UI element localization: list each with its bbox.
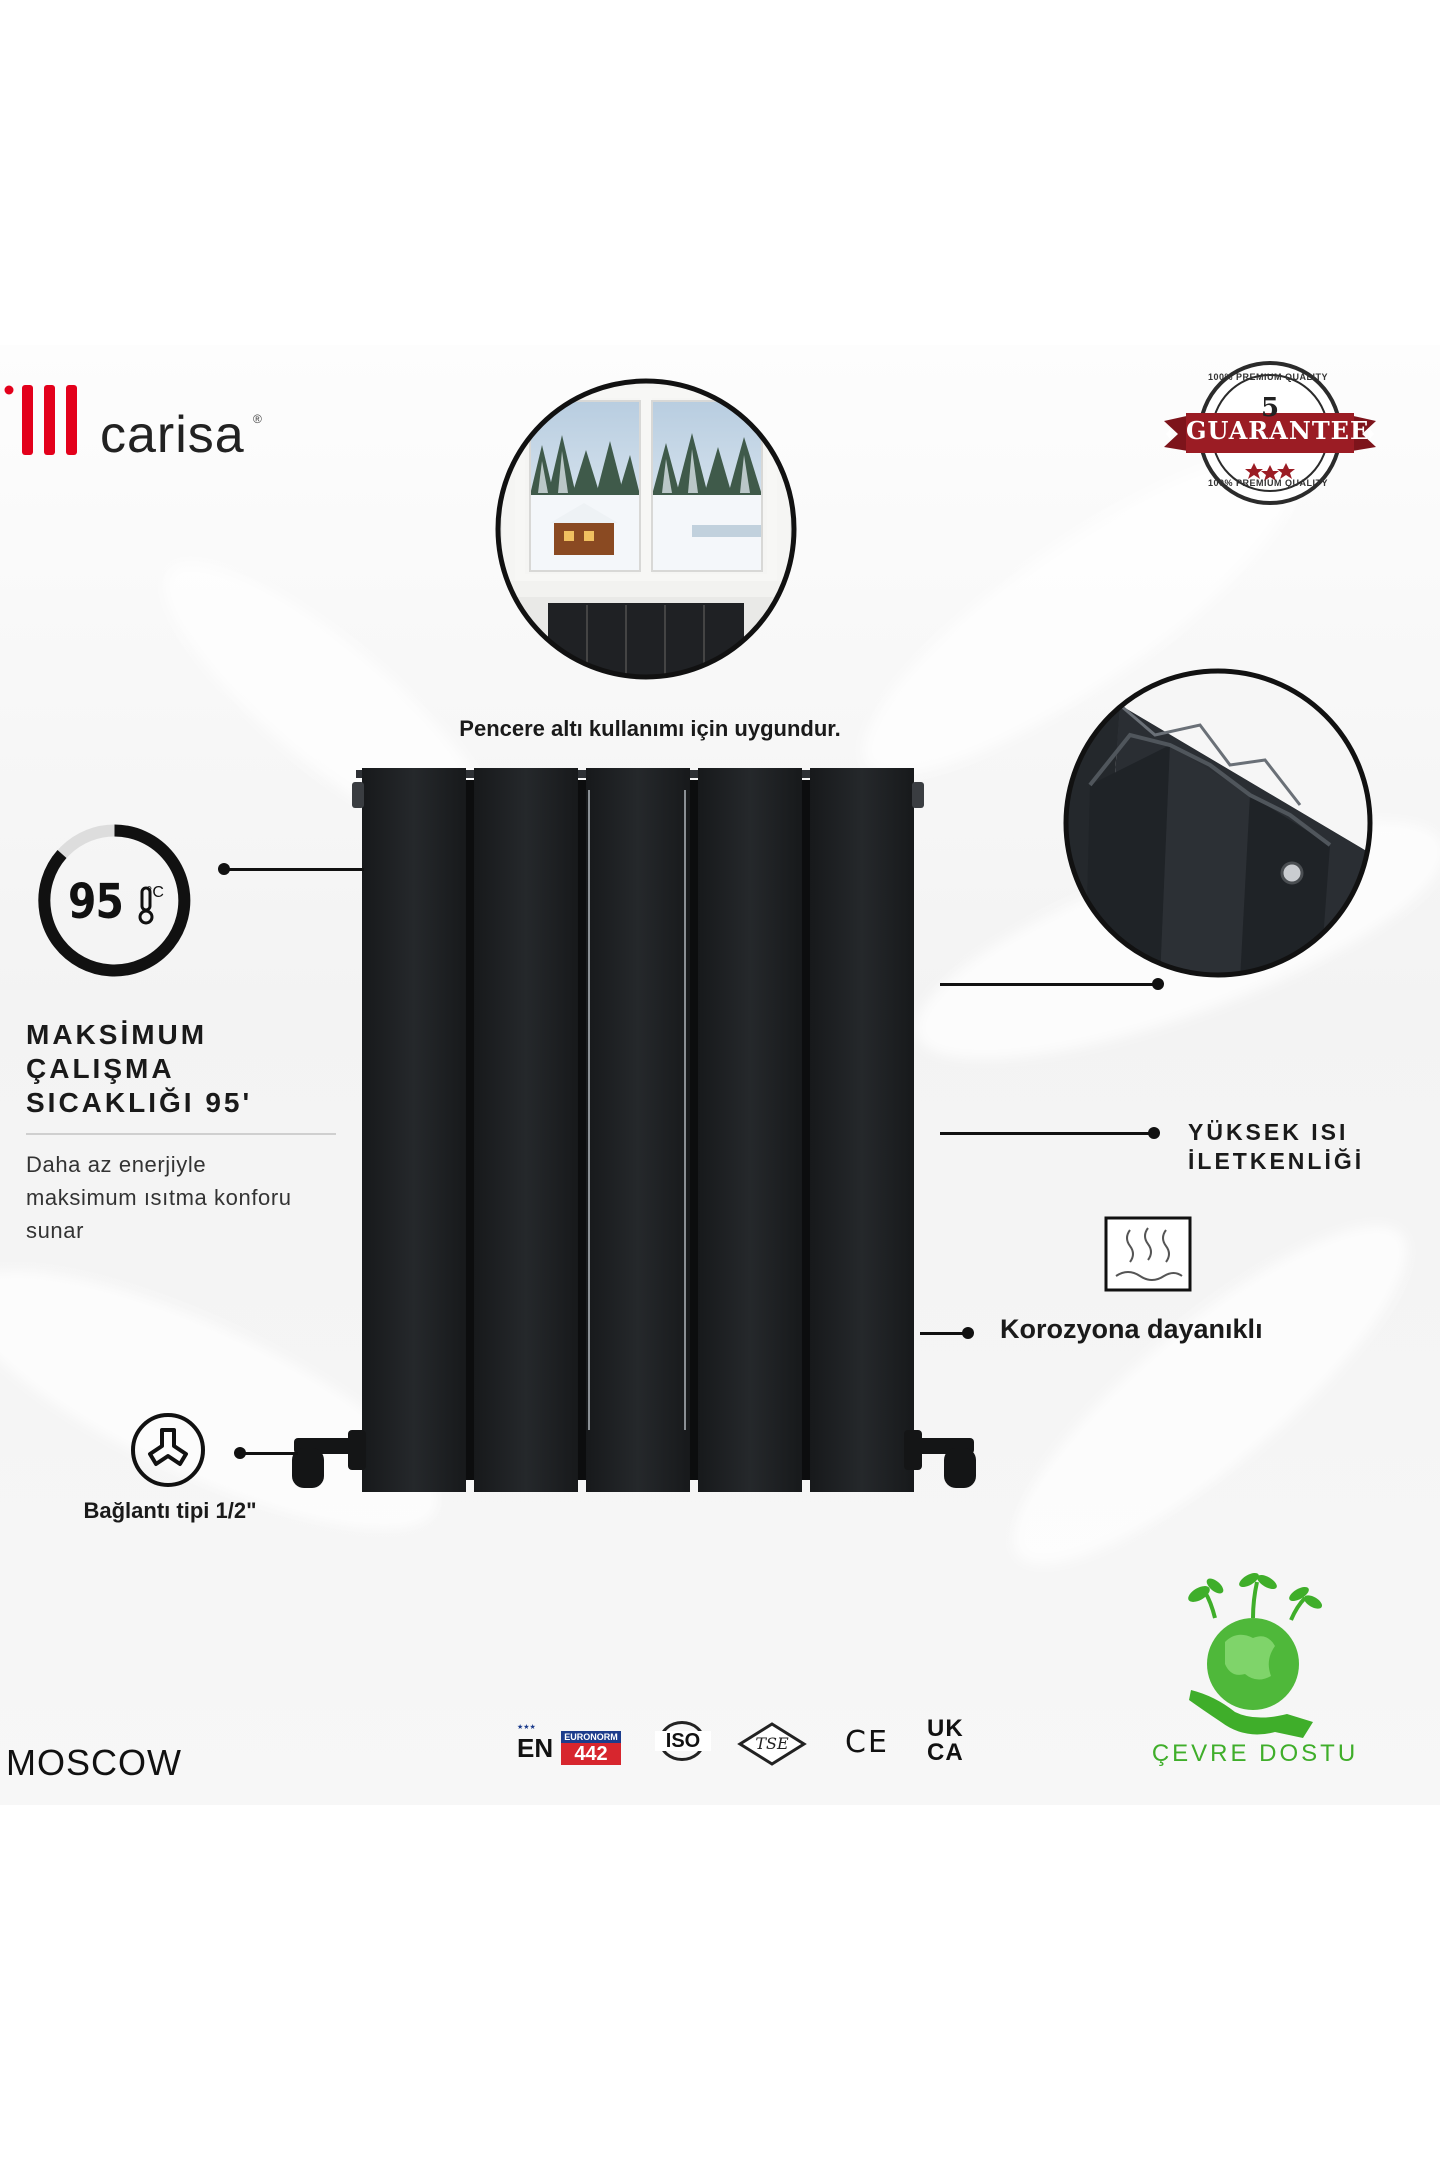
title-line: MAKSİMUM [26,1019,208,1050]
connector-dot [1148,1127,1160,1139]
radiator-detail-photo [1063,668,1373,978]
en442-number: 442 [561,1743,621,1765]
connector-dot [218,863,230,875]
connector-line [222,868,364,871]
iso-text: ISO [655,1731,711,1751]
en442-logo: ★★★ EN EURONORM 442 [517,1723,621,1767]
en442-prefix: EN [517,1733,554,1763]
description-line: sunar [26,1218,85,1243]
connector-line [940,983,1158,986]
certification-logos: ★★★ EN EURONORM 442 ISO TSE CE UK CA [515,1715,975,1775]
heat-conductivity-label: YÜKSEK ISI İLETKENLİĞİ [1188,1118,1388,1176]
title-line: SICAKLIĞI 95' [26,1087,253,1118]
temperature-gauge-icon [38,824,191,977]
eco-globe-icon [1188,1573,1323,1738]
connector-dot [962,1327,974,1339]
temperature-value: 95 [68,874,124,930]
tse-logo: TSE [737,1721,807,1767]
tse-text: TSE [755,1734,789,1753]
radiator-image [292,768,976,1492]
description-line: maksimum ısıtma konforu [26,1185,292,1210]
max-temperature-title: MAKSİMUM ÇALIŞMA SICAKLIĞI 95' [26,1018,326,1120]
description-line: Daha az enerjiyle [26,1152,207,1177]
iso-logo: ISO [655,1721,711,1765]
connector-line [238,1452,298,1455]
guarantee-top-text: 100% PREMIUM QUALITY [1207,372,1329,382]
guarantee-word: GUARANTEE [1186,416,1370,445]
brand-registered-mark: ® [253,412,262,426]
under-window-photo [495,378,797,680]
temperature-description: Daha az enerjiyle maksimum ısıtma konfor… [26,1148,346,1247]
ce-logo: CE [845,1725,889,1760]
ukca-logo: UK CA [927,1717,973,1773]
window-caption: Pencere altı kullanımı için uygundur. [459,716,841,741]
connector-line [920,1332,970,1335]
brand-name: carisa [100,406,245,464]
connection-type-icon [131,1413,205,1487]
guarantee-bottom-text: 100% PREMIUM QUALITY [1207,478,1329,488]
en442-top-text: EURONORM [561,1731,621,1743]
guarantee-number: 5 [1260,393,1280,423]
connection-type-label: Bağlantı tipi 1/2" [83,1498,257,1523]
model-name: MOSCOW [6,1742,182,1783]
connector-dot [234,1447,246,1459]
connector-dot [1152,978,1164,990]
guarantee-seal-icon [1164,361,1376,505]
background-leaf [973,1180,1440,1610]
tse-diamond-icon [737,1722,807,1766]
title-line: ÇALIŞMA [26,1053,175,1084]
ukca-bottom: CA [927,1739,964,1766]
divider [26,1133,336,1135]
carisa-logo-mark [4,385,77,455]
connector-line [940,1132,1152,1135]
heat-waves-icon [1104,1216,1192,1292]
label-line: İLETKENLİĞİ [1188,1148,1365,1174]
ukca-top: UK [927,1715,964,1742]
label-line: YÜKSEK ISI [1188,1119,1349,1145]
eco-friendly-label: ÇEVRE DOSTU [1151,1740,1359,1767]
corrosion-resistant-label: Korozyona dayanıklı [1000,1314,1263,1344]
en442-stars: ★★★ [517,1724,536,1731]
temperature-unit: °C [146,884,164,901]
